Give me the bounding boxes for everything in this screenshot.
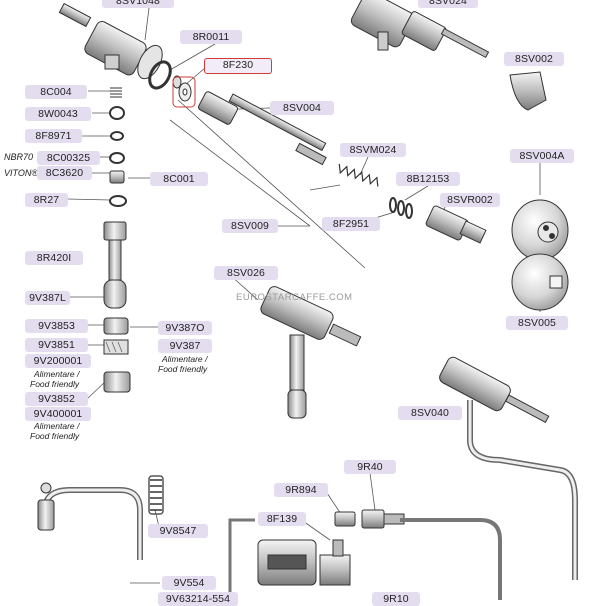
oring-8r27 [109, 195, 127, 207]
note-food-3b: Food friendly [30, 431, 80, 441]
label-9v3851[interactable]: 9V3851 [25, 338, 88, 352]
note-food-1a: Alimentare / [162, 354, 208, 364]
sleeve-9v3852 [103, 371, 131, 393]
label-8c004[interactable]: 8C004 [25, 85, 87, 99]
label-8r27[interactable]: 8R27 [25, 193, 68, 207]
label-9v63214-554[interactable]: 9V63214-554 [158, 592, 238, 606]
gasket-8r0011 [148, 60, 172, 90]
label-9v387o[interactable]: 9V387O [158, 321, 212, 335]
label-9v3852[interactable]: 9V3852 [25, 392, 88, 406]
label-8sv004[interactable]: 8SV004 [270, 101, 334, 115]
valve-8sv024 [350, 0, 490, 59]
label-9v387[interactable]: 9V387 [158, 339, 212, 353]
label-8c001[interactable]: 8C001 [150, 172, 208, 186]
label-8sv004a[interactable]: 8SV004A [510, 149, 574, 163]
note-food-2a: Alimentare / [34, 369, 80, 379]
label-8f8971[interactable]: 8F8971 [25, 129, 82, 143]
label-9v387l[interactable]: 9V387L [25, 291, 70, 305]
label-8sv1048[interactable]: 8SV1048 [102, 0, 174, 8]
water-pipe [400, 518, 502, 600]
label-8sv026[interactable]: 8SV026 [214, 266, 278, 280]
valve-stem-8sv004 [197, 91, 327, 166]
label-8c00325[interactable]: 8C00325 [37, 151, 100, 165]
label-8f2951[interactable]: 8F2951 [322, 217, 380, 231]
label-8svm024[interactable]: 8SVM024 [340, 143, 406, 157]
label-9r40[interactable]: 9R40 [344, 460, 396, 474]
valve-body-8sv1048 [58, 2, 163, 80]
label-8c3620[interactable]: 8C3620 [37, 166, 92, 180]
note-food-1b: Food friendly [158, 364, 208, 374]
label-8b12153[interactable]: 8B12153 [396, 172, 460, 186]
watermark: EUROSTARCAFFE.COM [236, 292, 353, 303]
label-8sv002[interactable]: 8SV002 [504, 52, 564, 66]
label-9r10[interactable]: 9R10 [372, 592, 420, 606]
label-8sv040[interactable]: 8SV040 [398, 406, 462, 420]
nut-8c3620 [109, 170, 125, 184]
steam-pipe [37, 482, 143, 560]
label-8sv005[interactable]: 8SV005 [506, 316, 568, 330]
valve-8sv026 [260, 286, 362, 419]
label-9v400001[interactable]: 9V400001 [25, 407, 91, 421]
note-food-2b: Food friendly [30, 379, 80, 389]
cup-9v3853 [103, 317, 129, 335]
label-9v3853[interactable]: 9V3853 [25, 319, 88, 333]
label-8sv009[interactable]: 8SV009 [222, 219, 278, 233]
lead-viton: VITON® [4, 168, 38, 178]
label-9v8547[interactable]: 9V8547 [148, 524, 208, 538]
label-8w0043[interactable]: 8W0043 [25, 107, 91, 121]
fitting-8r420i [103, 221, 127, 309]
spring-8svm024 [338, 163, 379, 187]
lead-nbr70: NBR70 [4, 152, 34, 162]
washer-8f8971 [110, 131, 124, 141]
orings-8b12153 [389, 197, 413, 219]
fitting-9r894 [334, 511, 356, 527]
note-food-3a: Alimentare / [34, 421, 80, 431]
spring-9v8547 [148, 475, 164, 515]
filter-9v3851 [103, 339, 129, 355]
cap-8sv002 [509, 71, 547, 111]
fitting-8svr002 [425, 205, 487, 244]
label-9v200001[interactable]: 9V200001 [25, 354, 91, 368]
solenoid-8f139 [257, 539, 351, 586]
label-8f230[interactable]: 8F230 [204, 58, 272, 74]
washer-8f230 [172, 75, 196, 108]
label-8r420i[interactable]: 8R420I [25, 251, 83, 265]
label-8f139[interactable]: 8F139 [258, 512, 306, 526]
label-9v554[interactable]: 9V554 [162, 576, 216, 590]
label-8sv024[interactable]: 8SV024 [418, 0, 478, 8]
label-8r0011[interactable]: 8R0011 [180, 30, 242, 44]
washer-8w0043 [109, 106, 125, 120]
knob-8sv005 [511, 253, 569, 311]
fitting-9r40 [361, 509, 405, 529]
knob-8sv004a [511, 199, 569, 261]
oring-8c00325 [109, 152, 125, 164]
spring-8c004 [110, 87, 122, 98]
label-9r894[interactable]: 9R894 [274, 483, 328, 497]
valve-8sv040 [439, 356, 578, 580]
label-8svr002[interactable]: 8SVR002 [440, 193, 500, 207]
